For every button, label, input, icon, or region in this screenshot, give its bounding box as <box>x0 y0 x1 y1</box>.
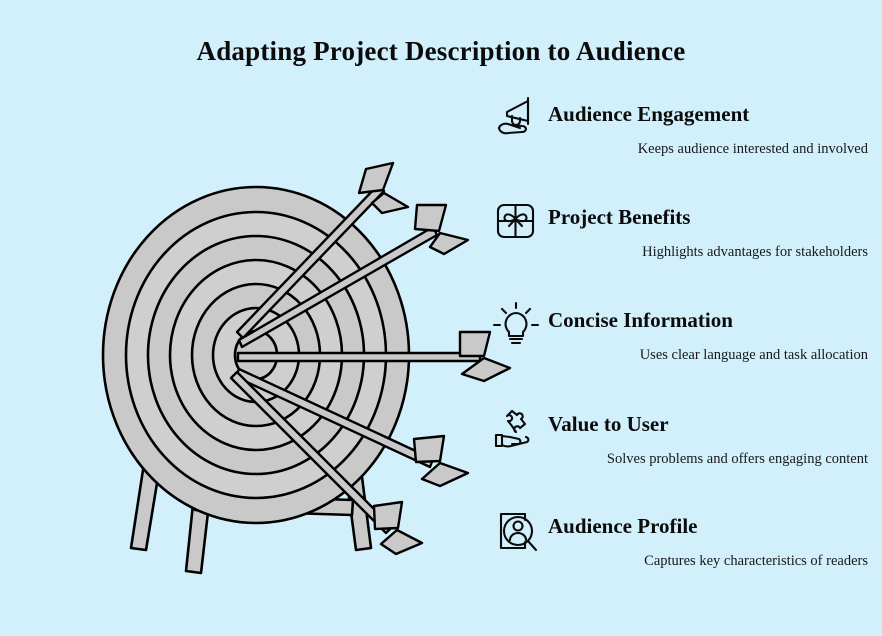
lightbulb-icon <box>492 300 542 350</box>
feature-description: Solves problems and offers engaging cont… <box>606 451 868 467</box>
feature-description: Uses clear language and task allocation <box>639 347 868 363</box>
target-arrows <box>229 161 512 556</box>
feature-list: Audience Engagement Keeps audience inter… <box>488 92 870 592</box>
feature-item-value-to-user[interactable]: Value to User Solves problems and offers… <box>488 402 870 490</box>
feature-heading: Value to User <box>548 412 669 436</box>
arrow-3 <box>236 330 512 383</box>
feature-item-audience-profile[interactable]: Audience Profile Captures key characteri… <box>488 504 870 592</box>
document-magnifier-person-icon <box>492 506 542 556</box>
feature-description: Keeps audience interested and involved <box>637 141 868 157</box>
page-title: Adapting Project Description to Audience <box>196 36 686 66</box>
arrow-5 <box>229 370 424 556</box>
feature-heading: Audience Profile <box>548 514 698 538</box>
feature-item-concise-information[interactable]: Concise Information Uses clear language … <box>488 298 870 386</box>
feature-heading: Audience Engagement <box>548 102 750 126</box>
feature-description: Captures key characteristics of readers <box>644 553 868 569</box>
megaphone-hand-icon <box>492 94 542 144</box>
feature-item-audience-engagement[interactable]: Audience Engagement Keeps audience inter… <box>488 92 870 180</box>
hand-puzzle-piece-icon <box>492 404 542 454</box>
feature-item-project-benefits[interactable]: Project Benefits Highlights advantages f… <box>488 195 870 283</box>
feature-heading: Project Benefits <box>548 205 691 229</box>
feature-description: Highlights advantages for stakeholders <box>642 244 868 260</box>
gift-box-icon <box>492 197 542 247</box>
arrow-4 <box>234 367 470 488</box>
arrow-1 <box>235 161 410 340</box>
arrow-2 <box>237 203 470 349</box>
feature-heading: Concise Information <box>548 308 733 332</box>
archery-target-illustration <box>48 150 518 590</box>
